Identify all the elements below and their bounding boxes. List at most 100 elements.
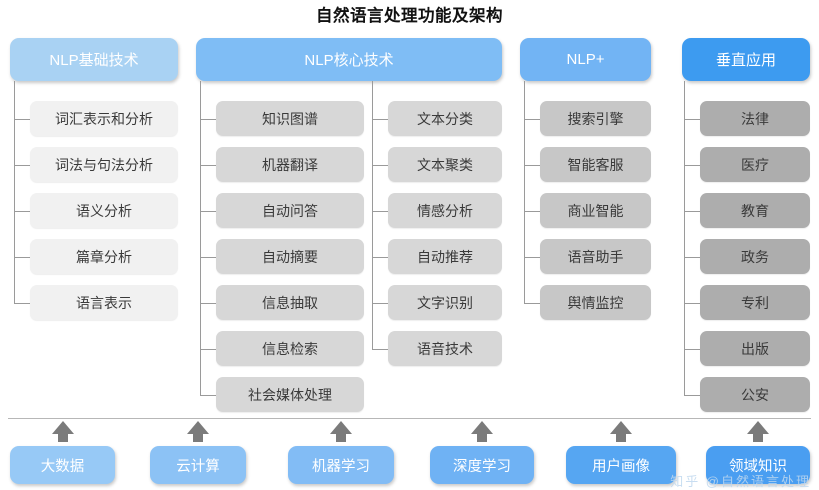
header-nlp-core[interactable]: NLP核心技术 bbox=[196, 38, 502, 81]
item-box[interactable]: 教育 bbox=[700, 193, 810, 228]
item-box[interactable]: 搜索引擎 bbox=[540, 101, 651, 136]
item-box[interactable]: 舆情监控 bbox=[540, 285, 651, 320]
connector-branch-vertical-apps-5 bbox=[684, 348, 700, 350]
foundation-pill[interactable]: 机器学习 bbox=[288, 446, 394, 484]
arrow-up-icon-1 bbox=[187, 421, 209, 434]
item-label: 自动问答 bbox=[262, 202, 318, 219]
connector-branch-nlp-plus-0 bbox=[524, 118, 540, 120]
connector-branch-nlp-core-b-0 bbox=[372, 118, 388, 120]
item-label: 信息抽取 bbox=[262, 294, 318, 311]
item-box[interactable]: 篇章分析 bbox=[30, 239, 178, 274]
item-box[interactable]: 社会媒体处理 bbox=[216, 377, 364, 412]
arrow-up-icon-3 bbox=[471, 421, 493, 434]
item-box[interactable]: 专利 bbox=[700, 285, 810, 320]
header-nlp-basic[interactable]: NLP基础技术 bbox=[10, 38, 178, 81]
item-label: 公安 bbox=[741, 386, 769, 403]
foundation-pill[interactable]: 用户画像 bbox=[566, 446, 676, 484]
item-label: 商业智能 bbox=[567, 202, 624, 219]
connector-branch-nlp-basic-4 bbox=[14, 302, 30, 304]
connector-branch-vertical-apps-0 bbox=[684, 118, 700, 120]
item-label: 情感分析 bbox=[417, 202, 473, 219]
item-box[interactable]: 文字识别 bbox=[388, 285, 502, 320]
item-label: 词法与句法分析 bbox=[55, 156, 153, 173]
connector-branch-nlp-core-b-2 bbox=[372, 210, 388, 212]
item-box[interactable]: 机器翻译 bbox=[216, 147, 364, 182]
connector-branch-nlp-core-b-3 bbox=[372, 256, 388, 258]
item-label: 社会媒体处理 bbox=[248, 386, 332, 403]
connector-branch-vertical-apps-2 bbox=[684, 210, 700, 212]
connector-branch-vertical-apps-1 bbox=[684, 164, 700, 166]
item-box[interactable]: 词汇表示和分析 bbox=[30, 101, 178, 136]
item-box[interactable]: 自动摘要 bbox=[216, 239, 364, 274]
item-label: 知识图谱 bbox=[262, 110, 318, 127]
foundation-pill[interactable]: 云计算 bbox=[150, 446, 246, 484]
item-label: 舆情监控 bbox=[567, 294, 624, 311]
item-label: 搜索引擎 bbox=[567, 110, 624, 127]
header-nlp-plus-label: NLP+ bbox=[566, 51, 605, 68]
item-box[interactable]: 出版 bbox=[700, 331, 810, 366]
item-label: 自动推荐 bbox=[417, 248, 473, 265]
connector-branch-nlp-plus-2 bbox=[524, 210, 540, 212]
item-label: 文字识别 bbox=[417, 294, 473, 311]
item-box[interactable]: 语音技术 bbox=[388, 331, 502, 366]
item-box[interactable]: 自动推荐 bbox=[388, 239, 502, 274]
item-box[interactable]: 自动问答 bbox=[216, 193, 364, 228]
foundation-pill-label: 云计算 bbox=[176, 458, 220, 475]
item-box[interactable]: 信息检索 bbox=[216, 331, 364, 366]
header-vertical-apps[interactable]: 垂直应用 bbox=[682, 38, 810, 81]
header-nlp-plus[interactable]: NLP+ bbox=[520, 38, 651, 81]
connector-branch-nlp-basic-2 bbox=[14, 210, 30, 212]
connector-branch-vertical-apps-3 bbox=[684, 256, 700, 258]
foundation-pill[interactable]: 大数据 bbox=[10, 446, 115, 484]
connector-branch-nlp-core-a-5 bbox=[200, 348, 216, 350]
item-box[interactable]: 文本聚类 bbox=[388, 147, 502, 182]
item-box[interactable]: 公安 bbox=[700, 377, 810, 412]
item-label: 语音技术 bbox=[417, 340, 473, 357]
foundation-pill-label: 深度学习 bbox=[453, 458, 511, 475]
connector-branch-nlp-core-a-0 bbox=[200, 118, 216, 120]
item-label: 法律 bbox=[741, 110, 769, 127]
foundation-pill[interactable]: 领域知识 bbox=[706, 446, 810, 484]
item-label: 智能客服 bbox=[567, 156, 624, 173]
header-vertical-apps-label: 垂直应用 bbox=[715, 52, 776, 69]
item-label: 词汇表示和分析 bbox=[55, 110, 153, 127]
item-box[interactable]: 语义分析 bbox=[30, 193, 178, 228]
item-box[interactable]: 信息抽取 bbox=[216, 285, 364, 320]
foundation-pill-label: 用户画像 bbox=[592, 458, 650, 475]
foundation-pill-label: 机器学习 bbox=[312, 458, 370, 475]
item-label: 教育 bbox=[741, 202, 769, 219]
arrow-up-icon-0 bbox=[51, 421, 74, 434]
connector-branch-nlp-basic-1 bbox=[14, 164, 30, 166]
connector-branch-nlp-plus-1 bbox=[524, 164, 540, 166]
item-box[interactable]: 法律 bbox=[700, 101, 810, 136]
connector-branch-nlp-plus-4 bbox=[524, 302, 540, 304]
foundation-pill[interactable]: 深度学习 bbox=[430, 446, 534, 484]
watermark: 知乎 @自然语言处理 bbox=[670, 474, 811, 489]
item-box[interactable]: 词法与句法分析 bbox=[30, 147, 178, 182]
arrow-up-icon-shaft-4 bbox=[616, 432, 626, 442]
arrow-up-icon-shaft-0 bbox=[57, 432, 68, 442]
connector-branch-nlp-core-b-1 bbox=[372, 164, 388, 166]
item-label: 自动摘要 bbox=[262, 248, 318, 265]
item-box[interactable]: 政务 bbox=[700, 239, 810, 274]
item-box[interactable]: 文本分类 bbox=[388, 101, 502, 136]
item-label: 文本分类 bbox=[417, 110, 473, 127]
connector-vertical-nlp-core-b bbox=[372, 81, 373, 349]
arrow-up-icon-shaft-2 bbox=[336, 432, 346, 442]
connector-branch-nlp-core-b-4 bbox=[372, 302, 388, 304]
connector-vertical-nlp-plus bbox=[524, 81, 525, 303]
item-label: 语义分析 bbox=[76, 202, 132, 219]
item-box[interactable]: 知识图谱 bbox=[216, 101, 364, 136]
item-box[interactable]: 语言表示 bbox=[30, 285, 178, 320]
connector-branch-nlp-core-a-2 bbox=[200, 210, 216, 212]
item-box[interactable]: 语音助手 bbox=[540, 239, 651, 274]
foundation-pill-label: 大数据 bbox=[40, 458, 85, 475]
item-label: 专利 bbox=[741, 294, 769, 311]
item-box[interactable]: 商业智能 bbox=[540, 193, 651, 228]
connector-branch-nlp-core-a-3 bbox=[200, 256, 216, 258]
item-box[interactable]: 医疗 bbox=[700, 147, 810, 182]
item-box[interactable]: 情感分析 bbox=[388, 193, 502, 228]
item-box[interactable]: 智能客服 bbox=[540, 147, 651, 182]
connector-branch-nlp-core-a-6 bbox=[200, 394, 216, 396]
foundation-divider bbox=[8, 418, 811, 419]
